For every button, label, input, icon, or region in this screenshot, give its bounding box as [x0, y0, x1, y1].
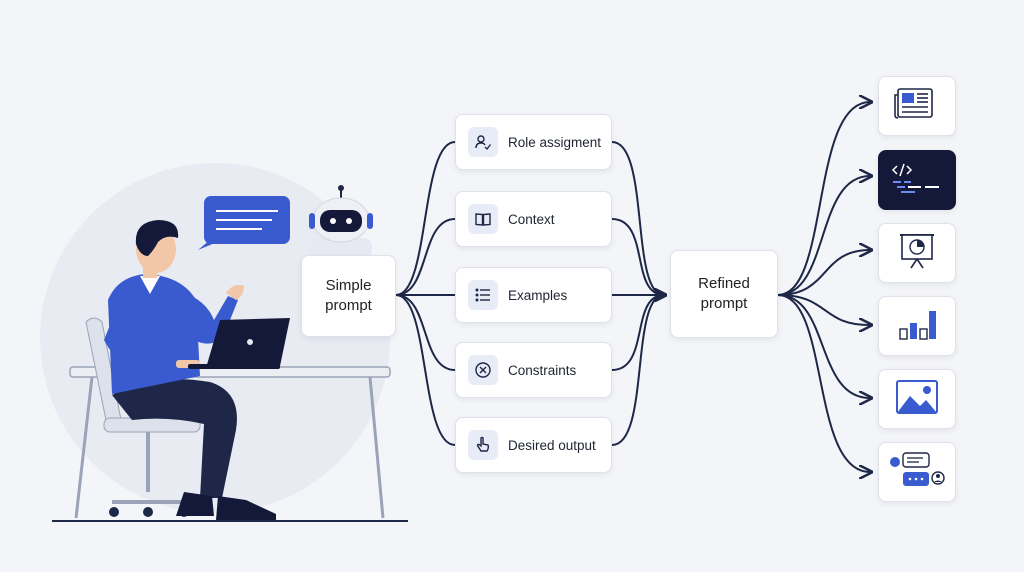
connector-to-context [395, 218, 456, 296]
person-at-laptop [104, 220, 276, 520]
component-examples: Examples [455, 267, 612, 323]
component-context: Context [455, 191, 612, 247]
code-terminal-icon [891, 160, 943, 201]
speech-bubble-icon [198, 196, 290, 250]
connector-to-output-1 [777, 102, 870, 296]
connector-to-output-5 [777, 294, 870, 398]
connector-from-role [611, 141, 664, 295]
image-icon [894, 378, 940, 421]
refined-prompt-label: Refined prompt [698, 275, 750, 312]
open-book-icon [468, 204, 498, 234]
bar-chart-icon [896, 305, 938, 348]
robot-icon [309, 185, 373, 258]
connector-to-desired-output [395, 294, 456, 446]
component-label: Desired output [508, 437, 596, 453]
output-code [878, 150, 956, 210]
connector-to-output-6 [777, 294, 870, 472]
connector-to-output-2 [777, 176, 870, 296]
simple-prompt-label: Simple prompt [325, 277, 372, 314]
component-label: Examples [508, 287, 568, 303]
component-label: Constraints [508, 362, 577, 378]
chat-icon [889, 450, 945, 495]
output-presentation [878, 223, 956, 283]
component-label: Role assigment [508, 134, 602, 150]
component-role-assignment: Role assigment [455, 114, 612, 170]
simple-prompt-node: Simple prompt [301, 255, 396, 337]
component-label: Context [508, 211, 555, 227]
output-image [878, 369, 956, 429]
connector-to-constraints [395, 294, 456, 371]
refined-prompt-node: Refined prompt [670, 250, 778, 338]
connector-to-role [395, 141, 456, 296]
component-constraints: Constraints [455, 342, 612, 398]
connector-from-desired-output [611, 295, 664, 446]
circle-x-icon [468, 355, 498, 385]
document-icon [894, 85, 940, 128]
output-chat [878, 442, 956, 502]
pointer-hand-icon [468, 430, 498, 460]
laptop-icon [188, 318, 290, 369]
user-check-icon [468, 127, 498, 157]
connector-to-output-4 [777, 294, 870, 325]
output-document [878, 76, 956, 136]
list-icon [468, 280, 498, 310]
component-desired-output: Desired output [455, 417, 612, 473]
output-bar-chart [878, 296, 956, 356]
connector-to-output-3 [777, 250, 870, 296]
presentation-icon [896, 231, 938, 276]
connector-from-context [611, 218, 664, 295]
connector-from-constraints [611, 295, 664, 371]
